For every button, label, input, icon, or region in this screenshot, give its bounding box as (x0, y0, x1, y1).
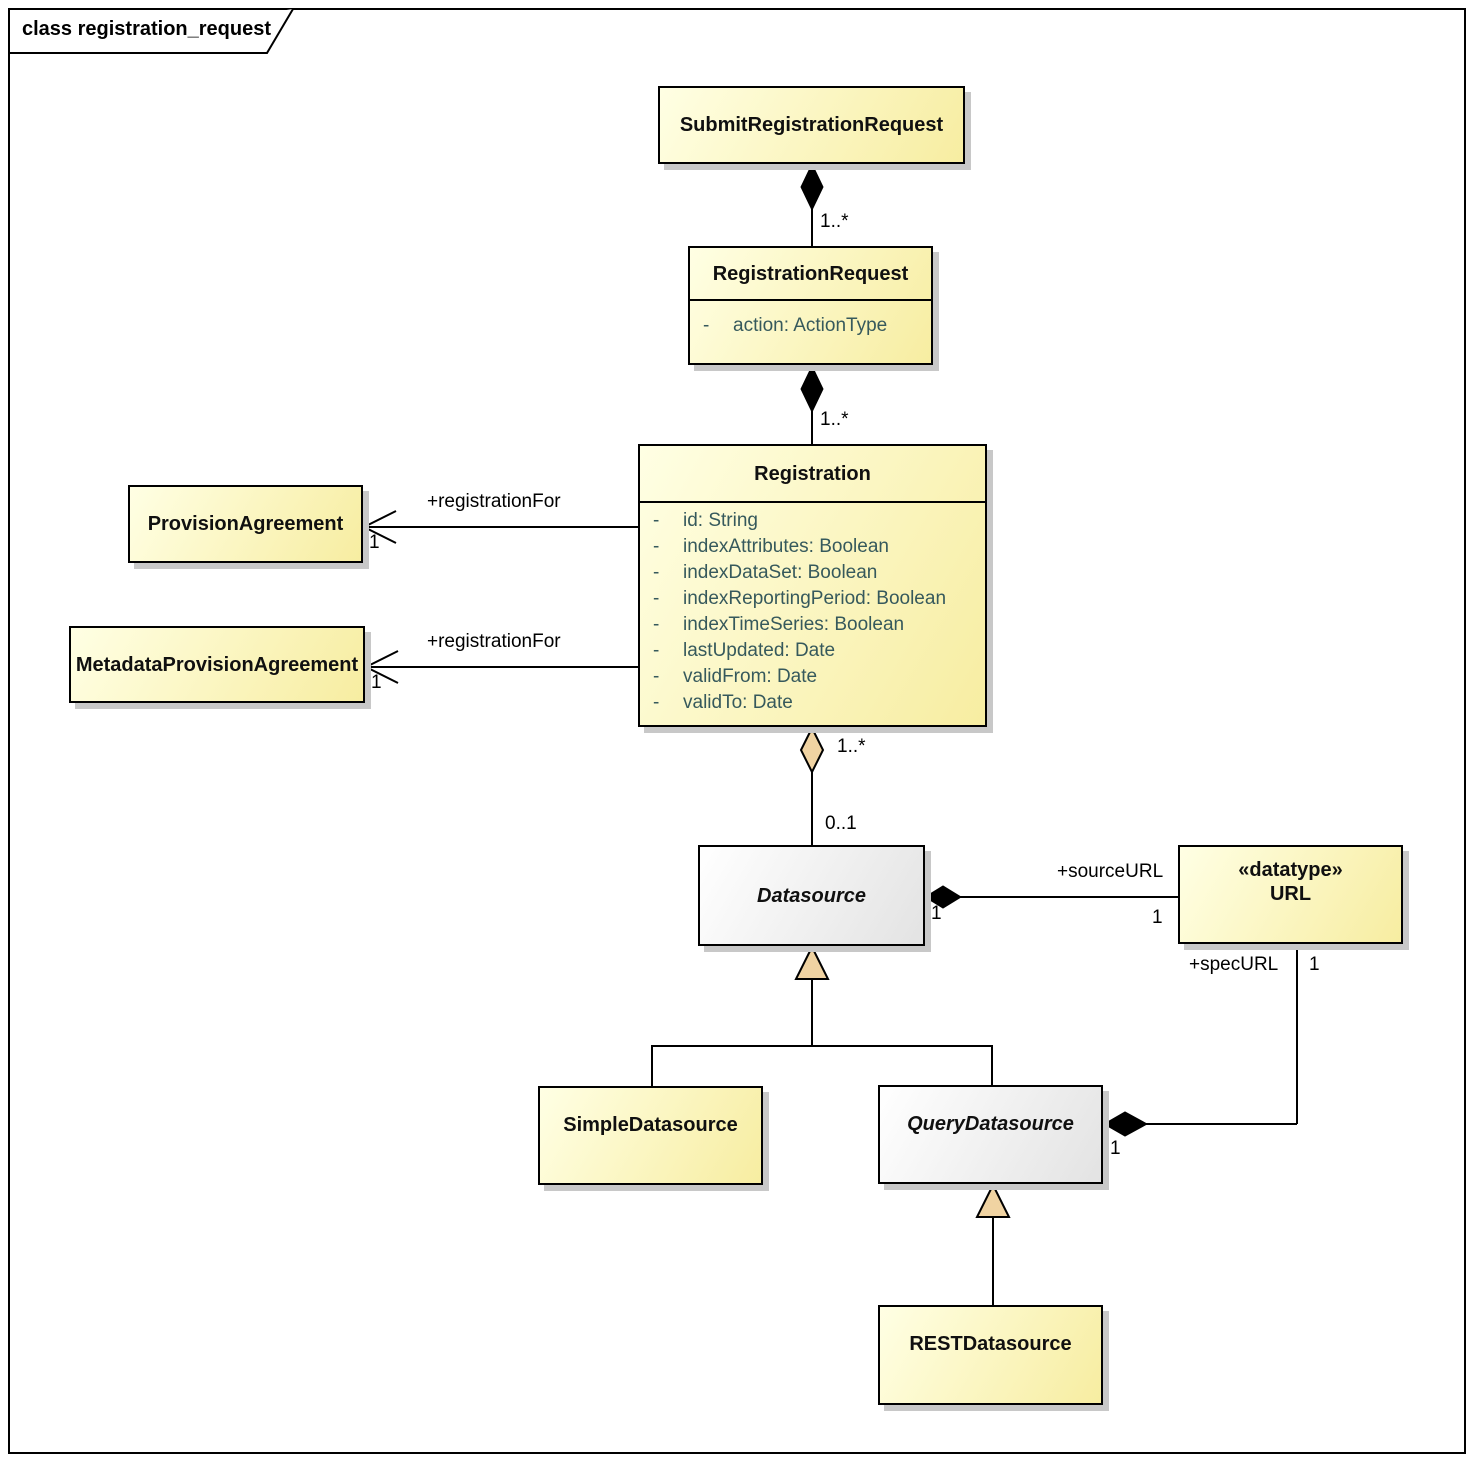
class-name-label: RESTDatasource (909, 1333, 1072, 1355)
class-querydatasource: QueryDatasource (878, 1085, 1103, 1184)
stereotype-label: «datatype» (1238, 859, 1343, 881)
attribute-row: - indexDataSet: Boolean (640, 560, 985, 586)
open-arrowhead-metadataprovisionagreement-icon (363, 650, 399, 684)
role-registrationfor-pa: +registrationFor (427, 491, 561, 512)
class-registrationrequest: RegistrationRequest - action: ActionType (688, 246, 933, 365)
multiplicity-aggregation-target: 0..1 (825, 813, 857, 834)
class-provisionagreement: ProvisionAgreement (128, 485, 363, 563)
attribute-row: - indexReportingPeriod: Boolean (640, 586, 985, 612)
attribute-row: - indexTimeSeries: Boolean (640, 612, 985, 638)
class-attribute-compartment: - id: String - indexAttributes: Boolean … (640, 503, 985, 716)
class-submitregistrationrequest: SubmitRegistrationRequest (658, 86, 965, 164)
composition-diamond-datasource-icon (924, 885, 962, 909)
composition-diamond-submit-icon (800, 162, 824, 212)
composition-diamond-querydatasource-icon (1102, 1111, 1149, 1137)
class-metadataprovisionagreement: MetadataProvisionAgreement (69, 626, 365, 703)
multiplicity-specurl-query: 1 (1110, 1138, 1121, 1159)
multiplicity-aggregation-source: 1..* (837, 736, 866, 757)
class-datasource: Datasource (698, 845, 925, 946)
attribute-text: id: String (683, 510, 758, 531)
multiplicity-submit-request: 1..* (820, 211, 849, 232)
visibility-marker: - (653, 614, 660, 635)
visibility-marker: - (703, 315, 710, 336)
attribute-text: indexAttributes: Boolean (683, 536, 889, 557)
attribute-row: - action: ActionType (690, 313, 931, 339)
multiplicity-pa: 1 (369, 532, 380, 553)
class-title-compartment: RegistrationRequest (690, 248, 931, 301)
diagram-frame-border (8, 8, 1466, 1454)
multiplicity-sourceurl-datasource: 1 (931, 903, 942, 924)
role-sourceurl: +sourceURL (1057, 861, 1164, 882)
aggregation-diamond-registration-icon (799, 725, 825, 775)
role-specurl: +specURL (1189, 954, 1279, 975)
attribute-text: indexTimeSeries: Boolean (683, 614, 905, 635)
role-registrationfor-mpa: +registrationFor (427, 631, 561, 652)
class-name-label: SubmitRegistrationRequest (679, 114, 944, 136)
class-simpledatasource: SimpleDatasource (538, 1086, 763, 1185)
class-url: «datatype» URL (1178, 845, 1403, 944)
class-name-label: SimpleDatasource (563, 1114, 738, 1136)
class-name-label: ProvisionAgreement (147, 513, 344, 535)
class-restdatasource: RESTDatasource (878, 1305, 1103, 1405)
class-name-label: Datasource (757, 884, 866, 907)
class-registration: Registration - id: String - indexAttribu… (638, 444, 987, 727)
attribute-row: - validTo: Date (640, 690, 985, 716)
multiplicity-sourceurl-url: 1 (1152, 907, 1163, 928)
multiplicity-mpa: 1 (371, 672, 382, 693)
attribute-row: - indexAttributes: Boolean (640, 534, 985, 560)
attribute-text: indexReportingPeriod: Boolean (683, 588, 947, 609)
visibility-marker: - (653, 510, 660, 531)
class-name-label: URL (1269, 883, 1312, 905)
open-arrowhead-provisionagreement-icon (361, 510, 397, 544)
visibility-marker: - (653, 562, 660, 583)
generalization-triangle-querydatasource-icon (975, 1182, 1011, 1218)
attribute-row: - validFrom: Date (640, 664, 985, 690)
generalization-triangle-datasource-icon (794, 944, 830, 980)
attribute-row: - id: String (640, 508, 985, 534)
composition-diamond-request-icon (800, 364, 824, 414)
attribute-row: - lastUpdated: Date (640, 638, 985, 664)
attribute-text: action: ActionType (733, 315, 888, 336)
visibility-marker: - (653, 692, 660, 713)
attribute-text: indexDataSet: Boolean (683, 562, 878, 583)
class-name-label: QueryDatasource (907, 1113, 1074, 1135)
multiplicity-request-registration: 1..* (820, 409, 849, 430)
diagram-title-tab-shape (9, 8, 294, 54)
class-title-compartment: Registration (640, 446, 985, 503)
visibility-marker: - (653, 536, 660, 557)
attribute-text: validTo: Date (683, 692, 793, 713)
class-name-label: Registration (754, 462, 871, 485)
attribute-text: validFrom: Date (683, 666, 818, 687)
class-name-label: MetadataProvisionAgreement (75, 653, 359, 676)
visibility-marker: - (653, 640, 660, 661)
attribute-text: lastUpdated: Date (683, 640, 836, 661)
visibility-marker: - (653, 666, 660, 687)
diagram-title: class registration_request (22, 18, 271, 40)
visibility-marker: - (653, 588, 660, 609)
class-attribute-compartment: - action: ActionType (690, 301, 931, 339)
multiplicity-specurl-url: 1 (1309, 954, 1320, 975)
class-name-label: RegistrationRequest (712, 262, 909, 285)
